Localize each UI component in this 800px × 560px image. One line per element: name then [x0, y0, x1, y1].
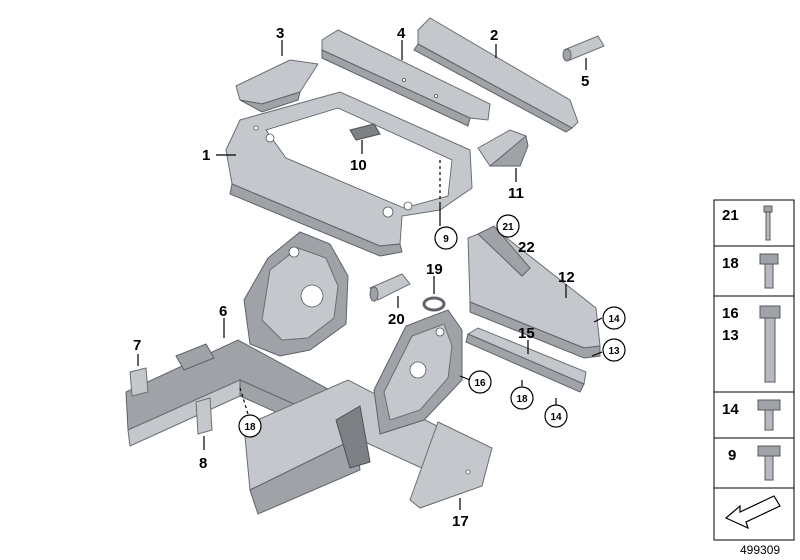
legend-box-18: [713, 245, 795, 297]
fastener-legend: 21 18 16 13 14 9: [713, 199, 795, 541]
rivet-icon: [763, 205, 773, 241]
svg-text:18: 18: [516, 394, 528, 405]
part-8-bracket: [195, 397, 213, 435]
svg-text:16: 16: [474, 378, 486, 389]
callout-20: 20: [388, 311, 405, 328]
part-17-plate: [409, 421, 493, 509]
callout-5: 5: [581, 73, 589, 90]
circled-callouts: 9 21 14 13 16 18 14 18: [238, 214, 626, 438]
legend-box-9: [713, 437, 795, 489]
callout-4: 4: [397, 25, 406, 42]
part-16-member: [373, 309, 463, 435]
callout-15: 15: [518, 325, 535, 342]
callout-11: 11: [508, 185, 524, 202]
callout-22: 22: [518, 239, 535, 256]
short-bolt-icon: [759, 253, 779, 289]
part-20-plug: [369, 273, 411, 302]
svg-text:13: 13: [608, 346, 620, 357]
part-15-strut: [465, 327, 587, 393]
callout-10: 10: [350, 157, 367, 174]
legend-label-13: 13: [722, 327, 739, 344]
part-6-subframe: [125, 231, 477, 515]
screw-icon: [757, 445, 781, 481]
legend-label-16: 16: [722, 305, 739, 322]
part-2-channel: [413, 17, 579, 133]
circled-callout-21: 21: [496, 214, 520, 238]
svg-text:18: 18: [244, 422, 256, 433]
legend-box-14: [713, 391, 795, 439]
svg-text:9: 9: [443, 234, 449, 245]
direction-arrow-icon: [724, 495, 781, 530]
callout-19: 19: [426, 261, 443, 278]
part-5-plug: [562, 35, 605, 62]
svg-text:14: 14: [608, 314, 620, 325]
part-19-ring: [422, 296, 446, 312]
legend-label-18: 18: [722, 255, 739, 272]
part-10-tab: [349, 123, 381, 141]
circled-callout-18a: 18: [238, 414, 262, 438]
callout-17: 17: [452, 513, 469, 530]
callout-2: 2: [490, 27, 498, 44]
part-3-bracket: [235, 59, 319, 113]
svg-text:21: 21: [502, 222, 514, 233]
circled-callout-18b: 18: [510, 386, 534, 410]
callout-7: 7: [133, 337, 141, 354]
circled-callout-14a: 14: [602, 306, 626, 330]
circled-callout-13: 13: [602, 338, 626, 362]
document-number: 499309: [740, 543, 780, 557]
circled-callout-9: 9: [434, 226, 458, 250]
callout-12: 12: [558, 269, 575, 286]
callout-labels: 1 2 3 4 5 6 7 8 10 11 12 15 17 19 20 22: [133, 25, 589, 530]
callout-8: 8: [199, 455, 207, 472]
circled-callout-16: 16: [468, 370, 492, 394]
leader-lines: [137, 40, 603, 510]
legend-label-21: 21: [722, 207, 739, 224]
part-4-crossmember: [321, 29, 491, 127]
part-1-rear-panel: [225, 91, 473, 257]
part-11-bracket: [477, 129, 529, 167]
callout-3: 3: [276, 25, 284, 42]
callout-1: 1: [202, 147, 210, 164]
long-bolt-icon: [759, 305, 781, 383]
legend-label-9: 9: [728, 447, 736, 464]
svg-text:14: 14: [550, 412, 562, 423]
callout-6: 6: [219, 303, 227, 320]
part-7-bracket: [129, 367, 149, 397]
part-22-rail: [477, 225, 531, 277]
part-12-brace: [467, 227, 601, 359]
legend-label-14: 14: [722, 401, 739, 418]
circled-callout-14b: 14: [544, 404, 568, 428]
flange-bolt-icon: [757, 399, 781, 431]
